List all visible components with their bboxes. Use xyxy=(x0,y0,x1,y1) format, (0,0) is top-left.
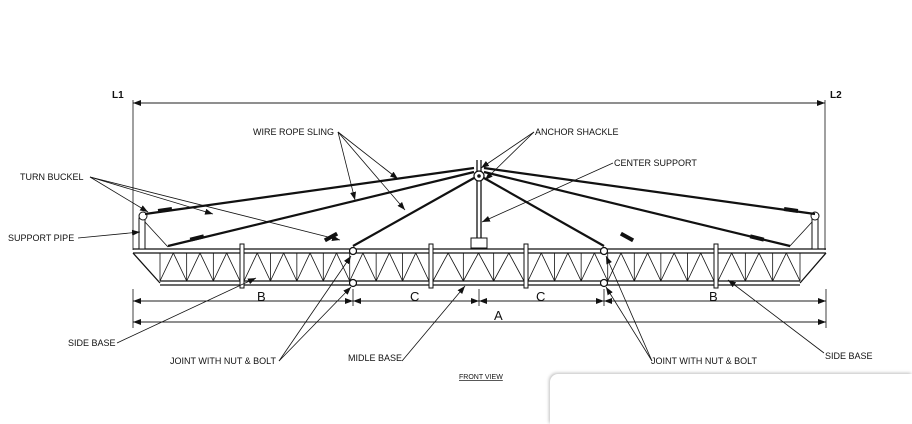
truss-diagonal xyxy=(660,252,675,282)
truss-diagonal xyxy=(731,252,746,282)
support-pipe-label: SUPPORT PIPE xyxy=(8,233,74,243)
truss-diagonal xyxy=(700,252,715,282)
truss-diagonal xyxy=(687,252,702,282)
truss-diagonal xyxy=(415,252,430,282)
center-support-post xyxy=(470,160,488,249)
truss-diagonal xyxy=(270,252,285,282)
bottom-dimensions xyxy=(132,289,827,328)
turn-buckel-label: TURN BUCKEL xyxy=(20,172,84,182)
truss-diagonal xyxy=(296,252,311,282)
truss-diagonal xyxy=(647,252,662,282)
truss-diagonal xyxy=(607,252,622,282)
truss-diagonal xyxy=(256,252,271,282)
l1-label: L1 xyxy=(112,90,124,101)
truss-diagonal xyxy=(283,252,298,282)
truss-diagonal xyxy=(172,252,188,282)
anchor-shackle-label: ANCHOR SHACKLE xyxy=(535,127,619,137)
truss-diagonal xyxy=(508,252,525,282)
truss-diagonal xyxy=(554,252,569,282)
truss-diagonal xyxy=(375,252,390,282)
truss-diagonal xyxy=(744,252,760,282)
truss-diagonal xyxy=(212,252,228,282)
midle-base-label: MIDLE BASE xyxy=(348,353,402,363)
truss-diagonal xyxy=(527,252,542,282)
truss-frame xyxy=(132,248,827,286)
truss-diagonal xyxy=(309,252,324,282)
truss-diagonal xyxy=(540,252,555,282)
truss-diagonal xyxy=(243,252,258,282)
truss-diagonal xyxy=(633,252,648,282)
joint-bolts xyxy=(348,246,609,288)
truss-diagonal xyxy=(402,252,417,282)
truss-diagonal xyxy=(388,252,403,282)
joint-flanges xyxy=(239,243,719,289)
truss-diagonal xyxy=(432,252,449,282)
turnbuckles xyxy=(157,207,799,243)
dim-a: A xyxy=(494,308,503,323)
truss-diagonal xyxy=(594,252,609,282)
dim-c-right: C xyxy=(536,289,545,304)
truss-diagonal xyxy=(159,252,174,282)
truss-diagonal xyxy=(199,252,214,282)
truss-diagonal xyxy=(226,252,241,282)
truss-diagonal xyxy=(349,252,364,282)
truss-diagonal xyxy=(362,252,377,282)
joint-left-label: JOINT WITH NUT & BOLT xyxy=(170,356,277,366)
dim-c-left: C xyxy=(410,289,419,304)
truss-diagonal xyxy=(186,252,201,282)
truss-diagonal xyxy=(447,252,464,282)
leader-lines xyxy=(77,131,825,362)
center-support-label: CENTER SUPPORT xyxy=(614,158,697,168)
truss-diagonal xyxy=(462,252,479,282)
truss-diagonal xyxy=(580,252,595,282)
dim-b-left: B xyxy=(257,289,266,304)
truss-diagonal xyxy=(322,252,337,282)
l2-label: L2 xyxy=(830,90,842,101)
truss-diagonal xyxy=(772,252,787,282)
truss-diagonal xyxy=(717,252,733,282)
side-base-right-label: SIDE BASE xyxy=(825,351,873,361)
truss-diagonal xyxy=(478,252,495,282)
overall-dimension-line xyxy=(132,100,826,250)
joint-right-label: JOINT WITH NUT & BOLT xyxy=(651,356,758,366)
truss-diagonal xyxy=(567,252,582,282)
wire-rope-slings xyxy=(144,166,816,248)
truss-diagonal xyxy=(673,252,688,282)
wire-rope-sling-label: WIRE ROPE SLING xyxy=(253,127,334,137)
truss-diagonal xyxy=(620,252,635,282)
front-view-caption: FRONT VIEW xyxy=(459,374,503,381)
truss-diagonal xyxy=(758,252,774,282)
truss-diagonal xyxy=(785,252,801,282)
dim-b-right: B xyxy=(709,289,718,304)
side-base-left-label: SIDE BASE xyxy=(68,338,116,348)
truss-diagonal xyxy=(493,252,510,282)
overlay-panel xyxy=(550,374,912,424)
